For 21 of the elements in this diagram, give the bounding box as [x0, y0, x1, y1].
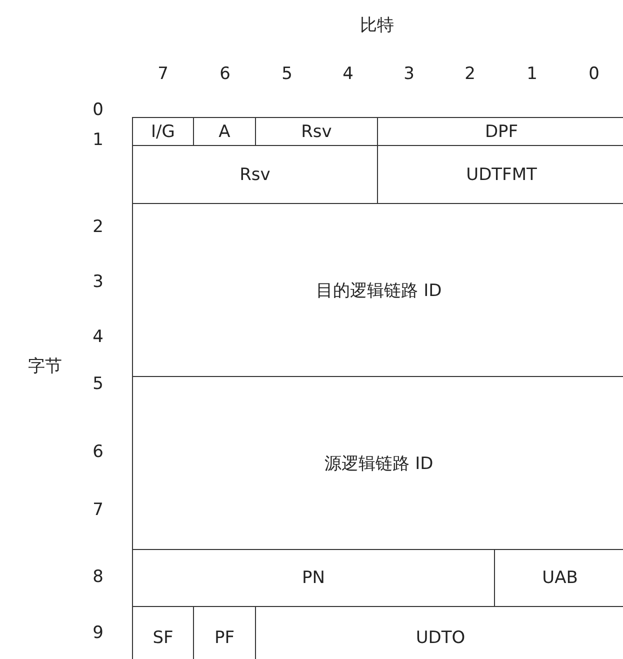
- byte-number: 1: [92, 130, 104, 150]
- byte-number: 8: [92, 567, 104, 587]
- bit-number: 1: [526, 64, 538, 84]
- bit-number: 4: [342, 64, 354, 84]
- bit-number: 0: [588, 64, 600, 84]
- byte-number: 5: [92, 374, 104, 394]
- bit-number: 3: [404, 64, 414, 84]
- bit-number: 7: [158, 64, 168, 84]
- axis-title: 字节: [28, 356, 62, 378]
- bit-field: I/G: [132, 117, 194, 146]
- axis-title: 比特: [360, 14, 394, 36]
- bit-number: 6: [220, 64, 230, 84]
- byte-number: 0: [92, 100, 104, 120]
- byte-number: 2: [92, 217, 104, 237]
- byte-number: 7: [92, 500, 104, 520]
- byte-number: 3: [92, 272, 104, 292]
- byte-number: 4: [92, 327, 104, 347]
- bit-number: 5: [282, 64, 292, 84]
- bit-number: 2: [464, 64, 476, 84]
- byte-number: 9: [92, 623, 104, 643]
- byte-number: 6: [92, 442, 104, 462]
